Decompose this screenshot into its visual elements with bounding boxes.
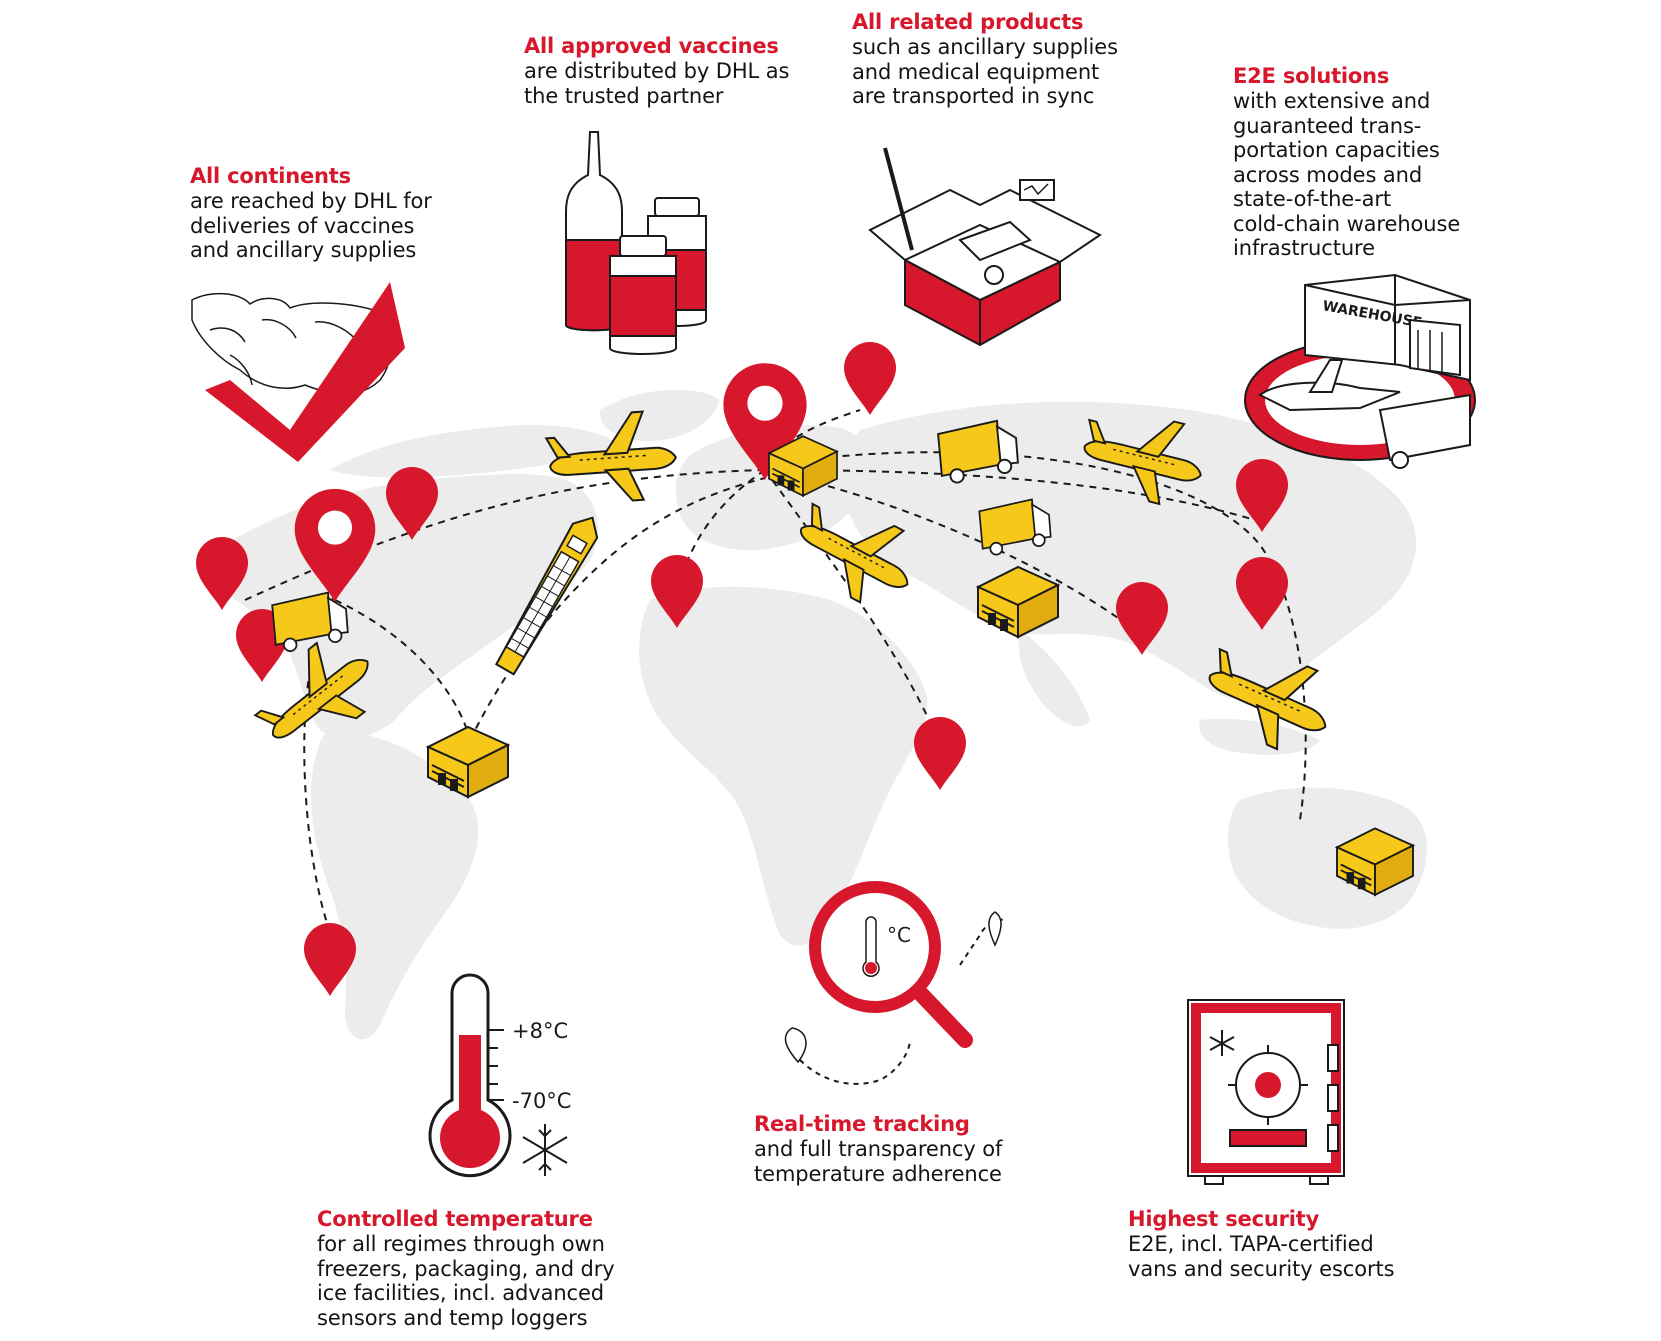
- text-block-continents: All continents are reached by DHL for de…: [190, 164, 432, 263]
- vaccines-title: All approved vaccines: [524, 34, 779, 58]
- safe-icon: [1187, 999, 1345, 1185]
- thermometer-lower-label: -70°C: [512, 1089, 571, 1113]
- text-block-tracking: Real-time tracking and full transparency…: [754, 1112, 1002, 1186]
- continents-body: are reached by DHL for deliveries of vac…: [190, 189, 432, 262]
- temperature-title: Controlled temperature: [317, 1207, 593, 1231]
- text-block-temperature: Controlled temperature for all regimes t…: [317, 1207, 615, 1330]
- warehouse-icon: WAREHOUSE: [1244, 273, 1476, 469]
- security-title: Highest security: [1128, 1207, 1320, 1231]
- thermometer-upper-label: +8°C: [512, 1019, 568, 1043]
- world-map-check-icon: [191, 282, 405, 462]
- temperature-body: for all regimes through own freezers, pa…: [317, 1232, 615, 1330]
- tracking-title: Real-time tracking: [754, 1112, 970, 1136]
- e2e-body: with extensive and guaranteed trans- por…: [1233, 89, 1461, 260]
- products-title: All related products: [852, 10, 1084, 34]
- snowflake-icon: [522, 1124, 568, 1176]
- location-pin-icon: [844, 342, 896, 415]
- e2e-title: E2E solutions: [1233, 64, 1390, 88]
- text-block-security: Highest security E2E, incl. TAPA-certifi…: [1128, 1207, 1395, 1281]
- thermometer-icon: [428, 973, 512, 1178]
- magnifier-unit-label: °C: [887, 923, 911, 947]
- text-block-e2e: E2E solutions with extensive and guarant…: [1233, 64, 1460, 261]
- text-block-products: All related products such as ancillary s…: [852, 10, 1118, 109]
- vaccine-vials-icon: [565, 131, 707, 355]
- container-ship-icon: [494, 516, 599, 676]
- location-pin-icon: [914, 717, 966, 790]
- security-body: E2E, incl. TAPA-certified vans and secur…: [1128, 1232, 1395, 1281]
- tracking-body: and full transparency of temperature adh…: [754, 1137, 1003, 1186]
- transport-vehicles: [242, 400, 1414, 896]
- location-pin-icon: [294, 488, 376, 602]
- products-body: such as ancillary supplies and medical e…: [852, 35, 1118, 108]
- vaccines-body: are distributed by DHL as the trusted pa…: [524, 59, 790, 108]
- medical-equipment-box-icon: [868, 147, 1102, 347]
- magnifier-thermometer-icon: °C: [784, 881, 1006, 1085]
- text-block-vaccines: All approved vaccines are distributed by…: [524, 34, 789, 108]
- continents-title: All continents: [190, 164, 351, 188]
